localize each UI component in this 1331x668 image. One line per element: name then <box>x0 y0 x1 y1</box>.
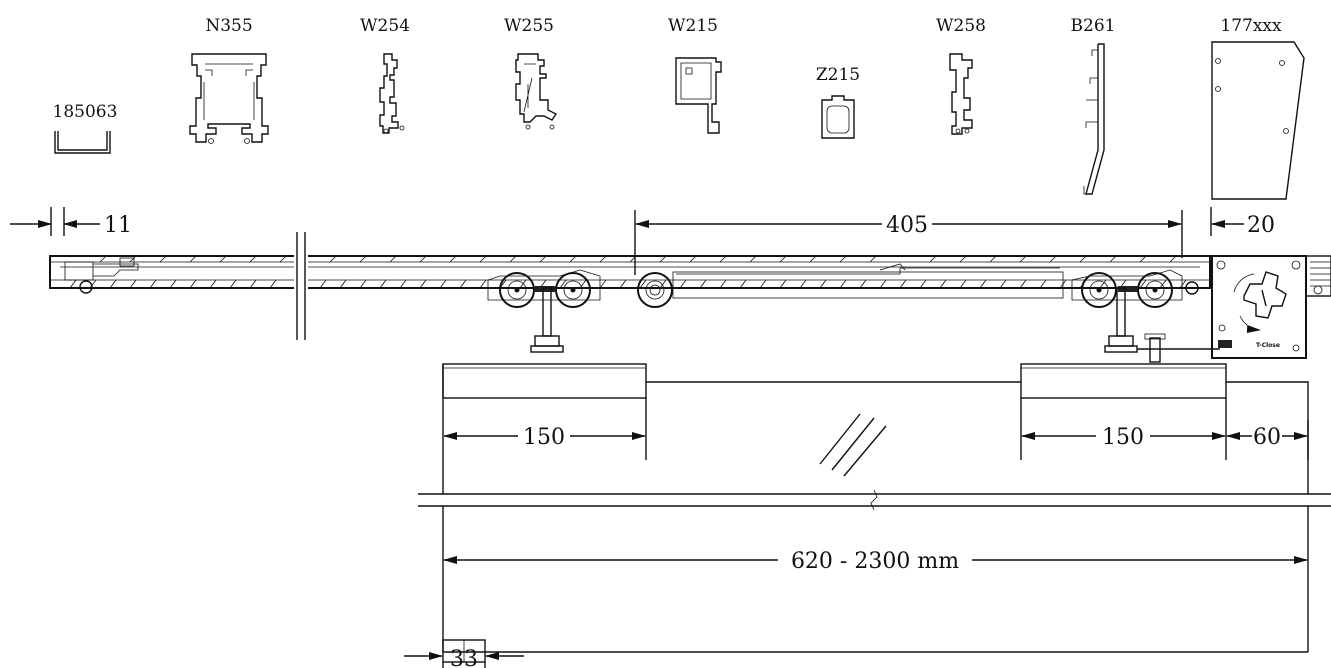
profile-w258-section <box>949 53 973 135</box>
profile-label-w255: W255 <box>504 16 554 36</box>
profile-label-w215: W215 <box>668 16 718 36</box>
dimension-33-label: 33 <box>450 647 478 668</box>
profile-label-b261: B261 <box>1071 16 1116 36</box>
left-roller-carriage <box>487 269 601 308</box>
dimension-150-right-label: 150 <box>1102 425 1144 450</box>
profile-label-w254: W254 <box>360 16 410 36</box>
profile-label-w258: W258 <box>936 16 986 36</box>
rail-hatch <box>69 255 1187 289</box>
dimension-405-label: 405 <box>886 213 928 238</box>
profile-177xxx-section <box>1211 41 1305 200</box>
profile-label-185063: 185063 <box>53 102 118 122</box>
center-roller-assembly <box>637 263 1064 308</box>
dimension-150-left-label: 150 <box>523 425 565 450</box>
profile-label-n355: N355 <box>205 16 252 36</box>
dimension-11: 11 <box>10 207 132 238</box>
profile-b261-section <box>1083 43 1105 195</box>
profile-w255-section <box>515 53 558 130</box>
dimension-door-width-label: 620 - 2300 mm <box>791 549 959 574</box>
dimension-150-right: 150 <box>1020 398 1227 460</box>
dimension-150-left: 150 <box>443 398 647 460</box>
dimension-11-label: 11 <box>104 213 132 238</box>
tclose-brand-text: T-Close <box>1256 342 1280 349</box>
tclose-damper-unit: T-Close <box>1211 255 1331 359</box>
dimension-60: 60 <box>1226 420 1309 460</box>
left-hanger-bolt <box>530 287 564 353</box>
profile-label-177xxx: 177xxx <box>1220 16 1282 36</box>
profile-w254-section <box>379 53 405 134</box>
left-end-stopper <box>64 257 139 294</box>
dimension-20-label: 20 <box>1247 213 1275 238</box>
right-hanger-bolt <box>1104 287 1220 363</box>
right-roller-carriage <box>1071 269 1199 308</box>
dimension-door-width: 620 - 2300 mm <box>443 549 1308 574</box>
dimension-405: 405 <box>634 210 1183 275</box>
profile-w215-section <box>675 57 722 134</box>
track-rail <box>49 230 1211 340</box>
dimension-33: 33 <box>404 647 524 668</box>
profile-n355-section <box>189 53 269 144</box>
profile-z215-section <box>821 95 855 139</box>
dimension-60-label: 60 <box>1253 425 1281 450</box>
profile-label-z215: Z215 <box>816 65 860 85</box>
dimension-20: 20 <box>1210 207 1275 238</box>
glass-door-panel <box>418 363 1331 663</box>
profile-185063-section <box>54 131 111 154</box>
